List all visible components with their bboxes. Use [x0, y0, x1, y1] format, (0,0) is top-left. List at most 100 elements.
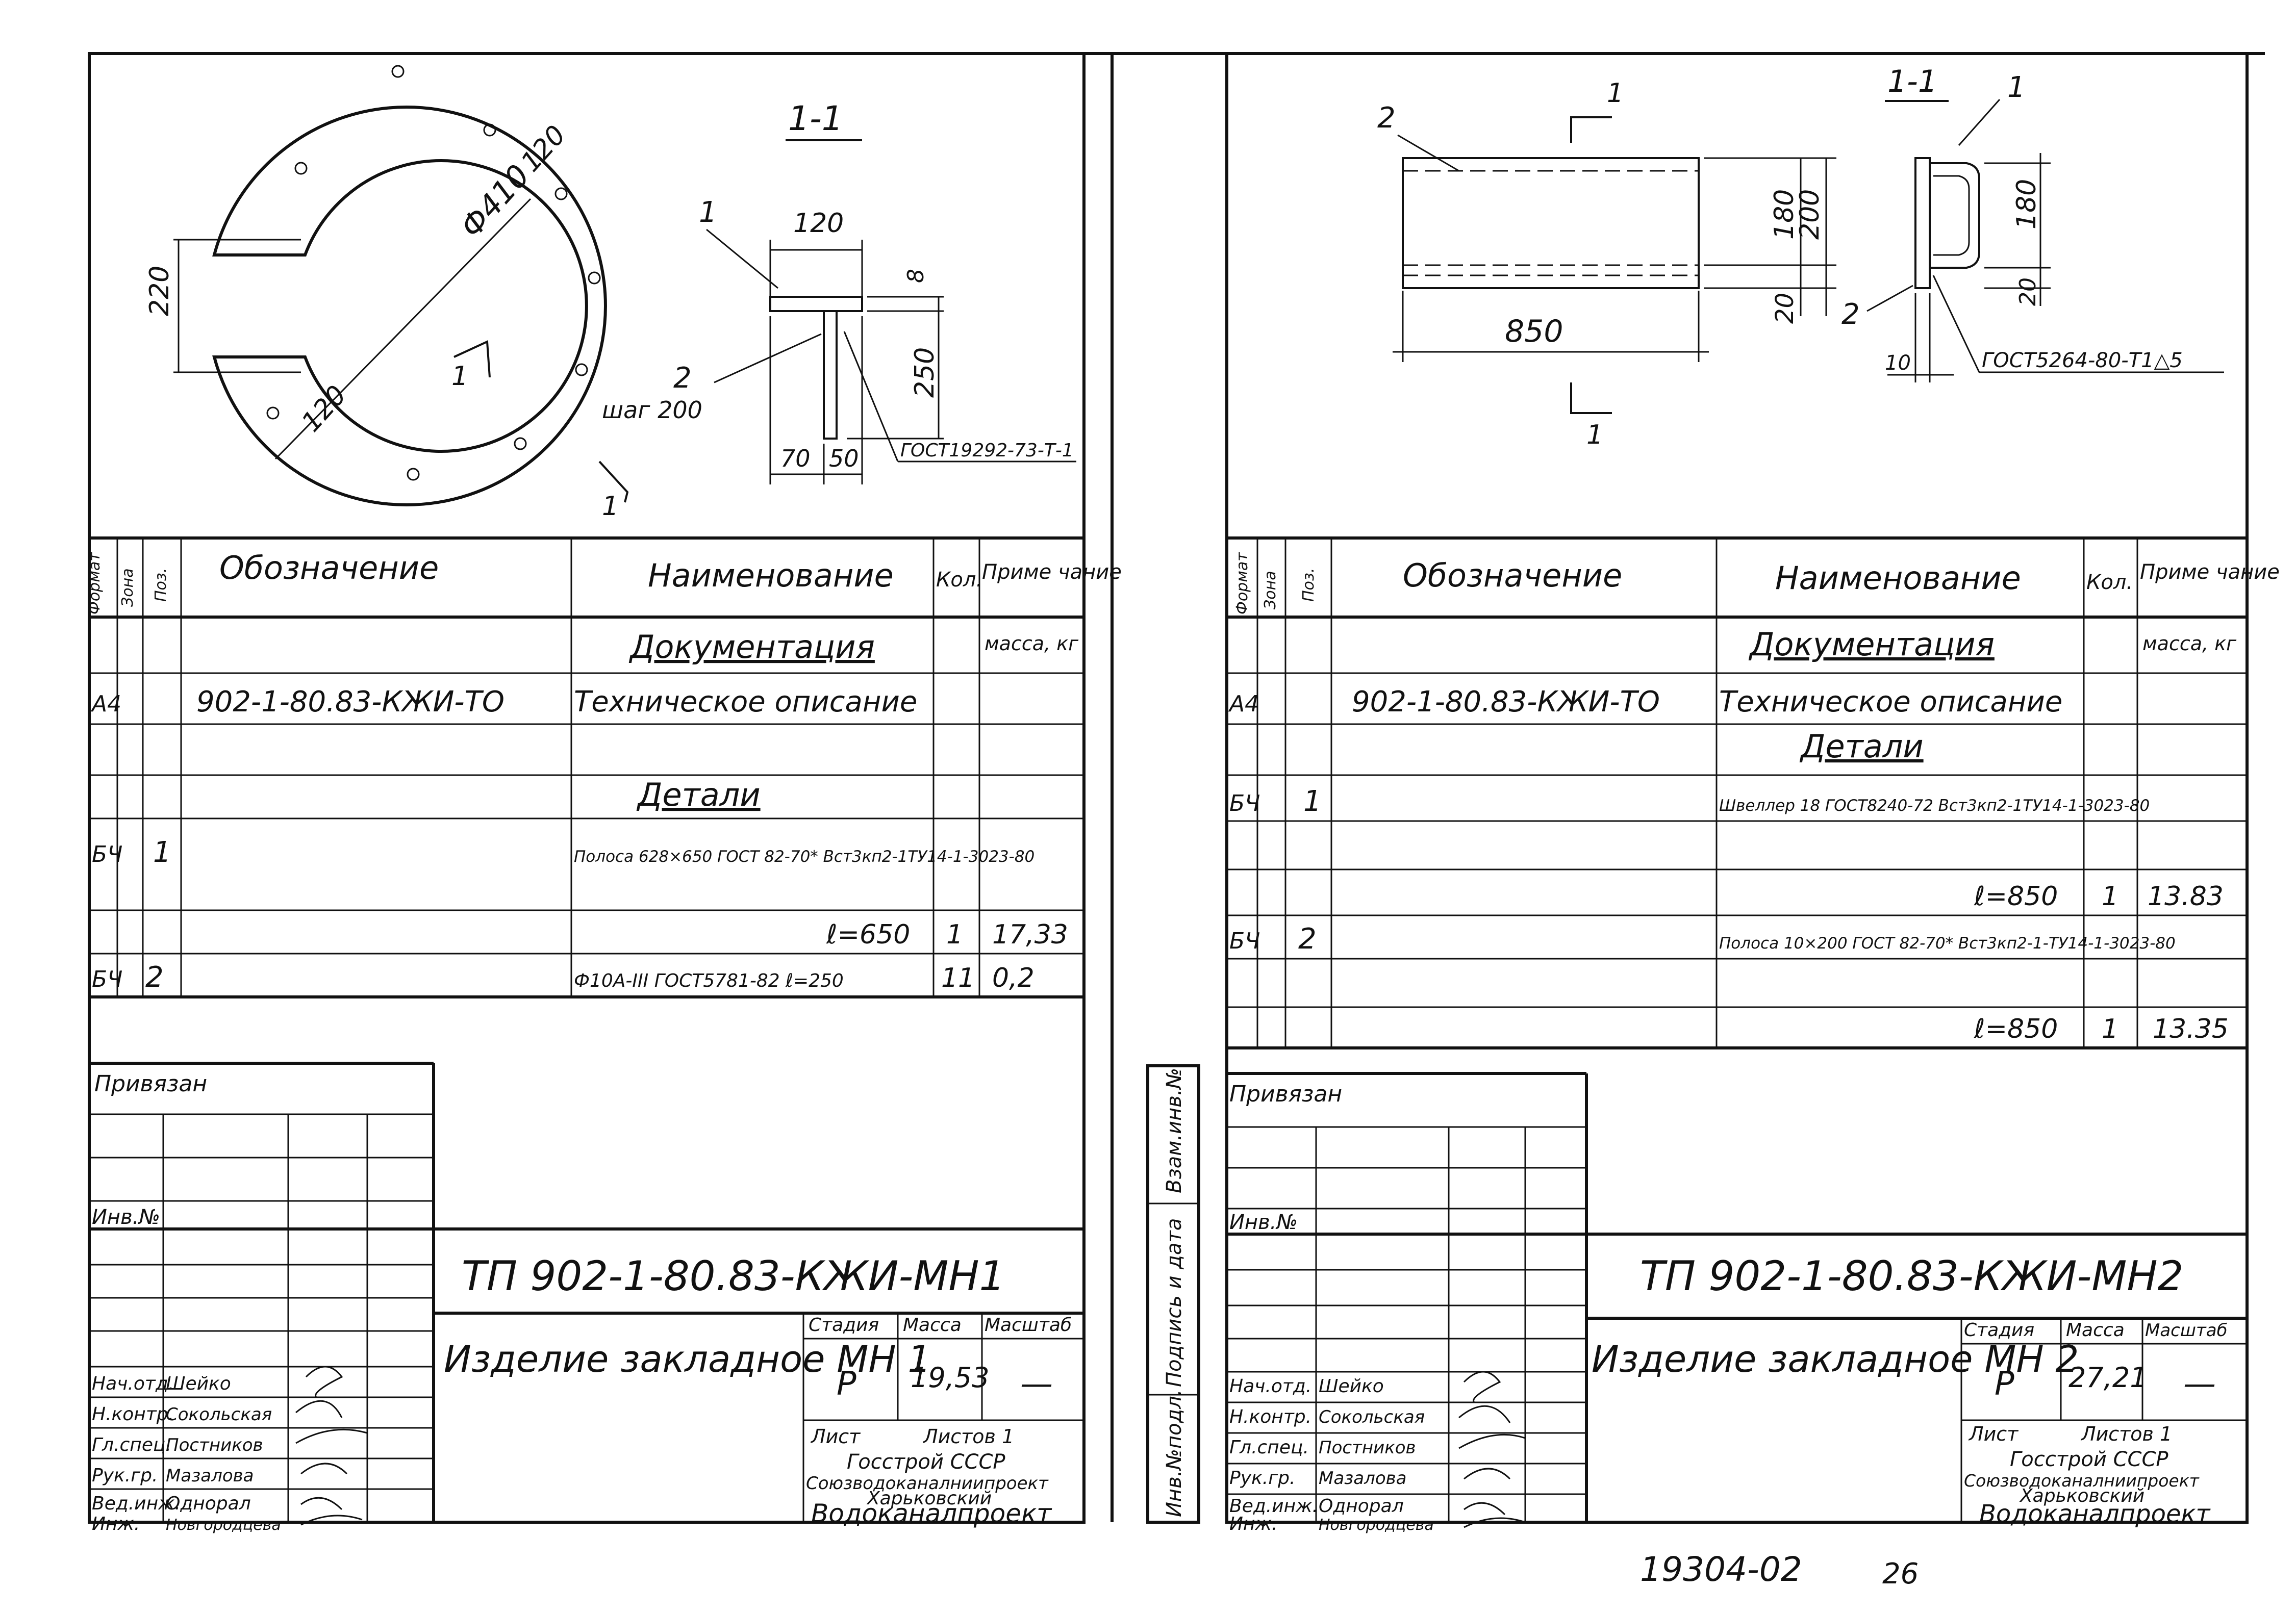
bound-label: Привязан	[1229, 1081, 1342, 1107]
signature-image	[1458, 1371, 1526, 1528]
step-label: шаг 200	[602, 396, 702, 424]
cut-mark-bottom-label: 1	[1586, 420, 1603, 450]
bound-label: Привязан	[94, 1071, 207, 1097]
role-label: Гл.спец.	[1229, 1437, 1309, 1458]
bolt-hole	[391, 65, 405, 78]
role-label: Рук.гр.	[92, 1465, 158, 1486]
cut-mark-top-label: 1	[1607, 78, 1624, 109]
left-sheet: Ф410 120 120 220 1 1 1-1 120 8 250	[86, 52, 1122, 1534]
role-label: Вед.инж.	[1229, 1496, 1318, 1517]
scale-value: —	[2183, 1365, 2216, 1403]
org-line: Водоканалпроект	[1979, 1500, 2211, 1528]
person-name: Однорал	[1319, 1496, 1404, 1517]
bolt-hole	[554, 187, 568, 200]
weld-gost-label: ГОСТ5264-80-Т1△5	[1982, 349, 2183, 372]
header-pos: Поз.	[152, 568, 170, 602]
flange-ring-outline	[212, 106, 607, 506]
right-sheet: Взам.инв.№ Подпись и дата Инв.№подл. 850…	[1146, 52, 2280, 1534]
bolt-hole	[575, 363, 588, 376]
row-pos: 1	[1303, 785, 1322, 818]
anchor-rod	[823, 310, 838, 440]
dim-20: 20	[1771, 293, 1799, 324]
org-line: Харьковский	[2019, 1485, 2144, 1506]
bolt-hole	[294, 162, 308, 175]
product-title: Изделие закладное МН 1	[444, 1338, 931, 1380]
side-strip: Взам.инв.№ Подпись и дата Инв.№подл.	[1146, 1064, 1200, 1524]
row-name: Швеллер 18 ГОСТ8240-72 Вст3кп2-1ТУ14-1-3…	[1719, 797, 2150, 815]
role-label: Вед.инж.	[92, 1493, 181, 1514]
leader-pos-2	[1397, 134, 1459, 172]
leader-pos-2	[714, 333, 822, 383]
position-1-label: 1	[699, 196, 717, 229]
role-label: Нач.отд.	[1229, 1376, 1311, 1397]
org-line: Водоканалпроект	[811, 1499, 1052, 1528]
header-designation: Обозначение	[219, 549, 439, 586]
page-number: 26	[1882, 1557, 1919, 1591]
right-sheet-frame	[1225, 52, 2249, 1524]
row-format: БЧ	[1229, 928, 1260, 954]
right-title-block: Привязан Инв.№ ТП 902-1-80.83-КЖИ-МН2 Из…	[1227, 1072, 2247, 1534]
person-name: Шейко	[166, 1373, 231, 1394]
person-name: Мазалова	[166, 1466, 254, 1486]
row-format: БЧ	[92, 841, 122, 867]
person-name: Шейко	[1319, 1376, 1384, 1397]
header-name: Наименование	[648, 557, 894, 594]
row-name: Техническое описание	[1719, 685, 2062, 719]
stage-value: Р	[837, 1365, 856, 1403]
header-note: Приме чание	[982, 560, 1122, 584]
row-qty: 1	[2102, 881, 2118, 912]
document-code: ТП 902-1-80.83-КЖИ-МН1	[462, 1252, 1005, 1300]
section-label: 1-1	[1887, 64, 1937, 99]
diameter-dimension-line	[274, 198, 532, 460]
sec-dim-10: 10	[1885, 351, 1911, 375]
right-spec-table: Формат Зона Поз. Обозначение Наименовани…	[1227, 536, 2280, 1049]
position-2-label: 2	[1377, 101, 1396, 135]
row-documentation: Документация	[1748, 626, 1995, 663]
stage-value: Р	[1995, 1365, 2014, 1403]
dim-plate-8: 8	[903, 269, 929, 283]
mass-value: 27,21	[2068, 1362, 2148, 1394]
header-note: Приме чание	[2140, 560, 2280, 584]
dim-offset-70: 70	[780, 445, 811, 472]
row-note: 13.35	[2153, 1014, 2229, 1044]
dim-flange-120: 120	[793, 208, 844, 239]
row-details: Детали	[1799, 728, 1924, 765]
sec-dim-180: 180	[2011, 179, 2042, 229]
role-label: Н.контр.	[92, 1404, 174, 1425]
role-label: Инж.	[92, 1514, 140, 1534]
row-documentation: Документация	[628, 628, 875, 665]
leader-pos-1	[1958, 99, 2001, 146]
header-qty: Кол.	[2086, 571, 2133, 594]
sheet-label: Лист	[810, 1425, 861, 1448]
mass-value: 19,53	[911, 1362, 990, 1394]
person-name: Постников	[166, 1435, 263, 1455]
row-designation: 902-1-80.83-КЖИ-ТО	[196, 685, 504, 719]
row-format: БЧ	[92, 966, 122, 992]
org-line: Госстрой СССР	[847, 1450, 1005, 1474]
dim-120-top: 120	[515, 120, 572, 178]
row-format: А4	[1228, 691, 1259, 717]
stage-label: Стадия	[1964, 1320, 2034, 1341]
bolt-hole	[483, 123, 496, 137]
header-format: Формат	[86, 552, 104, 614]
mass-label: Масса	[2066, 1320, 2125, 1341]
row-note: 17,33	[992, 919, 1068, 950]
cut-mark-label: 1	[451, 361, 468, 392]
role-label: Н.контр.	[1229, 1406, 1311, 1427]
product-title: Изделие закладное МН 2	[1592, 1338, 2079, 1380]
bolt-hole	[588, 271, 601, 285]
dim-length-850: 850	[1505, 314, 1563, 349]
bolt-hole	[266, 406, 280, 420]
channel-inner	[1933, 175, 1970, 256]
left-flange-drawing: Ф410 120 120 220 1 1	[144, 65, 629, 522]
org-line: Харьковский	[866, 1488, 992, 1509]
side-label-inv: Инв.№подл.	[1163, 1389, 1186, 1517]
sec-position-1: 1	[2007, 71, 2026, 104]
sec-position-2: 2	[1841, 298, 1860, 331]
scale-label: Масштаб	[2145, 1320, 2228, 1341]
dim-220: 220	[144, 266, 175, 316]
dim-length-250: 250	[910, 347, 940, 398]
row-qty: 1	[946, 919, 963, 950]
row-name: ℓ=850	[1974, 881, 2058, 912]
